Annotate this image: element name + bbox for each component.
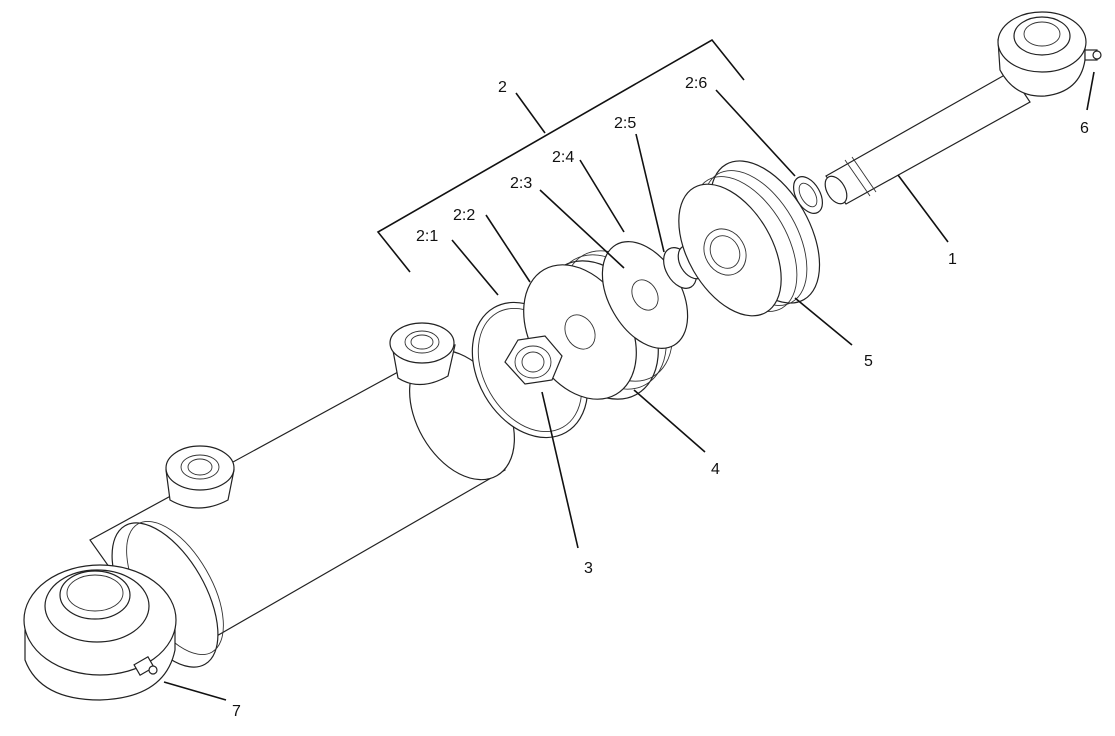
leader-lines — [163, 71, 1095, 701]
callout-5: 5 — [864, 353, 873, 370]
callout-4: 4 — [711, 461, 720, 478]
upper-port-boss — [389, 322, 456, 386]
callout-2-5: 2:5 — [614, 115, 636, 132]
callout-2-6: 2:6 — [685, 75, 707, 92]
callout-2-4: 2:4 — [552, 149, 574, 166]
callout-2-2: 2:2 — [453, 207, 475, 224]
grease-fitting-6 — [1084, 49, 1102, 61]
callout-2-1: 2:1 — [416, 228, 438, 245]
callout-2: 2 — [498, 79, 507, 96]
rod-1 — [824, 71, 1031, 205]
callout-2-3: 2:3 — [510, 175, 532, 192]
cylinder-barrel — [89, 322, 515, 668]
callout-7: 7 — [232, 703, 241, 720]
ring-2-6 — [792, 176, 824, 214]
gland-5 — [678, 160, 821, 317]
nut-3 — [504, 335, 563, 385]
grease-fitting-7 — [133, 655, 158, 677]
callout-3: 3 — [584, 560, 593, 577]
callout-6: 6 — [1080, 120, 1089, 137]
rear-eye-mount — [23, 564, 177, 701]
rod-end-eye — [997, 11, 1087, 97]
callout-1: 1 — [948, 251, 957, 268]
group-2-bracket — [376, 38, 745, 273]
lower-port-boss — [165, 445, 235, 509]
